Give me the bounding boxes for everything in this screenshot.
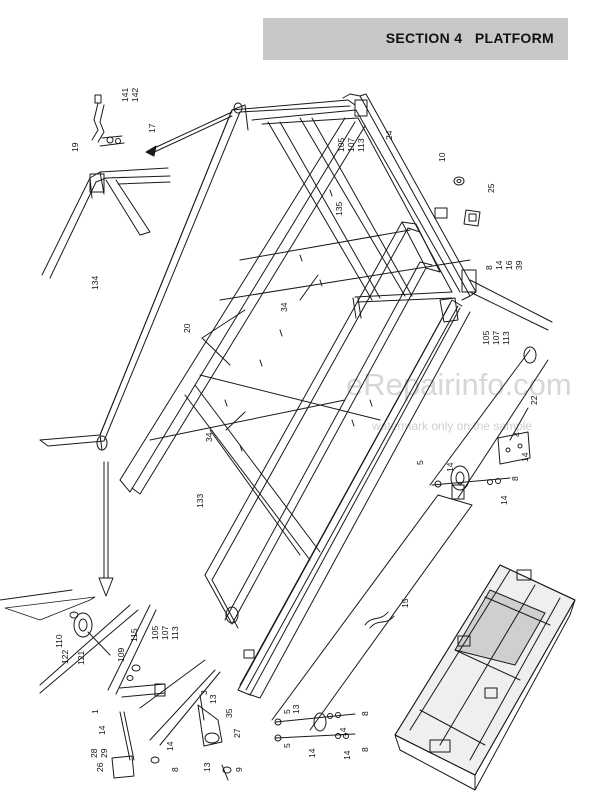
callout-c-1: 1 — [90, 709, 100, 714]
callout-c-14d: 14 — [499, 495, 509, 505]
rail-134 — [39, 99, 356, 451]
floor-channel — [119, 117, 471, 699]
callout-c-107c: 107 — [160, 626, 170, 640]
callout-c-109: 109 — [116, 648, 126, 662]
callout-c-122: 122 — [60, 650, 70, 664]
callout-c-14g: 14 — [338, 727, 348, 737]
callout-c-105a: 105 — [336, 138, 346, 152]
callout-c-13b: 13 — [202, 762, 212, 772]
callout-c-3: 3 — [199, 690, 209, 695]
callout-c-8b: 8 — [510, 476, 520, 481]
callout-c-121: 121 — [76, 651, 86, 665]
watermark-brand: eRepairinfo.com — [346, 367, 572, 402]
callout-c-113a: 113 — [356, 138, 366, 152]
callout-c-22: 22 — [529, 395, 539, 405]
callout-c-35: 35 — [224, 708, 234, 718]
callout-c-13c: 13 — [291, 704, 301, 714]
crated-platform — [394, 564, 576, 791]
callout-c-133: 133 — [195, 494, 205, 508]
callout-c-28: 28 — [89, 748, 99, 758]
callout-c-19: 19 — [70, 142, 80, 152]
inset-rail-corner — [41, 167, 171, 279]
callout-c-135: 135 — [334, 202, 344, 216]
callout-c-8d: 8 — [360, 711, 370, 716]
callout-c-17: 17 — [147, 123, 157, 133]
inset-rail-mount — [0, 589, 232, 781]
callout-c-107b: 107 — [491, 331, 501, 345]
callout-c-16: 16 — [504, 260, 514, 270]
callout-c-10: 10 — [437, 152, 447, 162]
callout-c-5b: 5 — [282, 709, 292, 714]
callout-c-29: 29 — [99, 748, 109, 758]
callout-c-14b: 14 — [520, 452, 530, 462]
callout-c-5c: 5 — [282, 743, 292, 748]
callout-c-14h: 14 — [307, 748, 317, 758]
callout-c-105c: 105 — [150, 626, 160, 640]
callout-c-134: 134 — [90, 276, 100, 290]
callout-c-115: 115 — [129, 628, 139, 642]
hardware-stack-right — [431, 407, 531, 500]
callout-c-105b: 105 — [481, 331, 491, 345]
callout-c-34a: 34 — [279, 302, 289, 312]
hardware-bolts-lower — [274, 712, 356, 742]
callout-c-13a: 13 — [208, 694, 218, 704]
callout-c-24: 24 — [384, 130, 394, 140]
callout-c-27: 27 — [232, 728, 242, 738]
rail-posts — [352, 291, 453, 319]
watermark-note: watermark only on the sample — [371, 419, 532, 433]
callout-c-14e: 14 — [97, 725, 107, 735]
callout-c-34b: 34 — [204, 432, 214, 442]
callout-c-14f: 14 — [165, 741, 175, 751]
callout-c-39: 39 — [514, 260, 524, 270]
clamp-detail — [91, 94, 125, 147]
rail-135 — [251, 109, 461, 301]
callout-c-113c: 113 — [170, 626, 180, 640]
floor-pins — [224, 189, 373, 452]
callout-c-8a: 8 — [484, 265, 494, 270]
section-header: SECTION 4 PLATFORM — [263, 18, 568, 60]
shaft-tube-15 — [271, 279, 553, 732]
callout-c-8e: 8 — [360, 747, 370, 752]
floor-crossmembers — [149, 229, 471, 561]
leader-arrows — [98, 111, 233, 597]
rail-hinges — [96, 102, 255, 659]
callout-c-25: 25 — [486, 183, 496, 193]
callout-c-14i: 14 — [342, 750, 352, 760]
callout-c-141: 141 — [120, 88, 130, 102]
callout-c-9: 9 — [234, 767, 244, 772]
callout-c-107a: 107 — [346, 138, 356, 152]
leaders-20-34 — [201, 274, 319, 431]
callout-c-4: 4 — [512, 432, 522, 437]
callout-c-20: 20 — [182, 323, 192, 333]
section-title: SECTION 4 PLATFORM — [385, 30, 554, 46]
callout-c-26: 26 — [95, 762, 105, 772]
callout-c-113b: 113 — [501, 331, 511, 345]
callout-c-8c: 8 — [170, 767, 180, 772]
callout-c-110: 110 — [54, 634, 64, 648]
callout-c-5a: 5 — [415, 460, 425, 465]
callout-c-14a: 14 — [494, 260, 504, 270]
callout-c-142: 142 — [130, 88, 140, 102]
callout-c-14c: 14 — [445, 462, 455, 472]
rail-133 — [204, 221, 463, 691]
callout-c-15: 15 — [400, 598, 410, 608]
